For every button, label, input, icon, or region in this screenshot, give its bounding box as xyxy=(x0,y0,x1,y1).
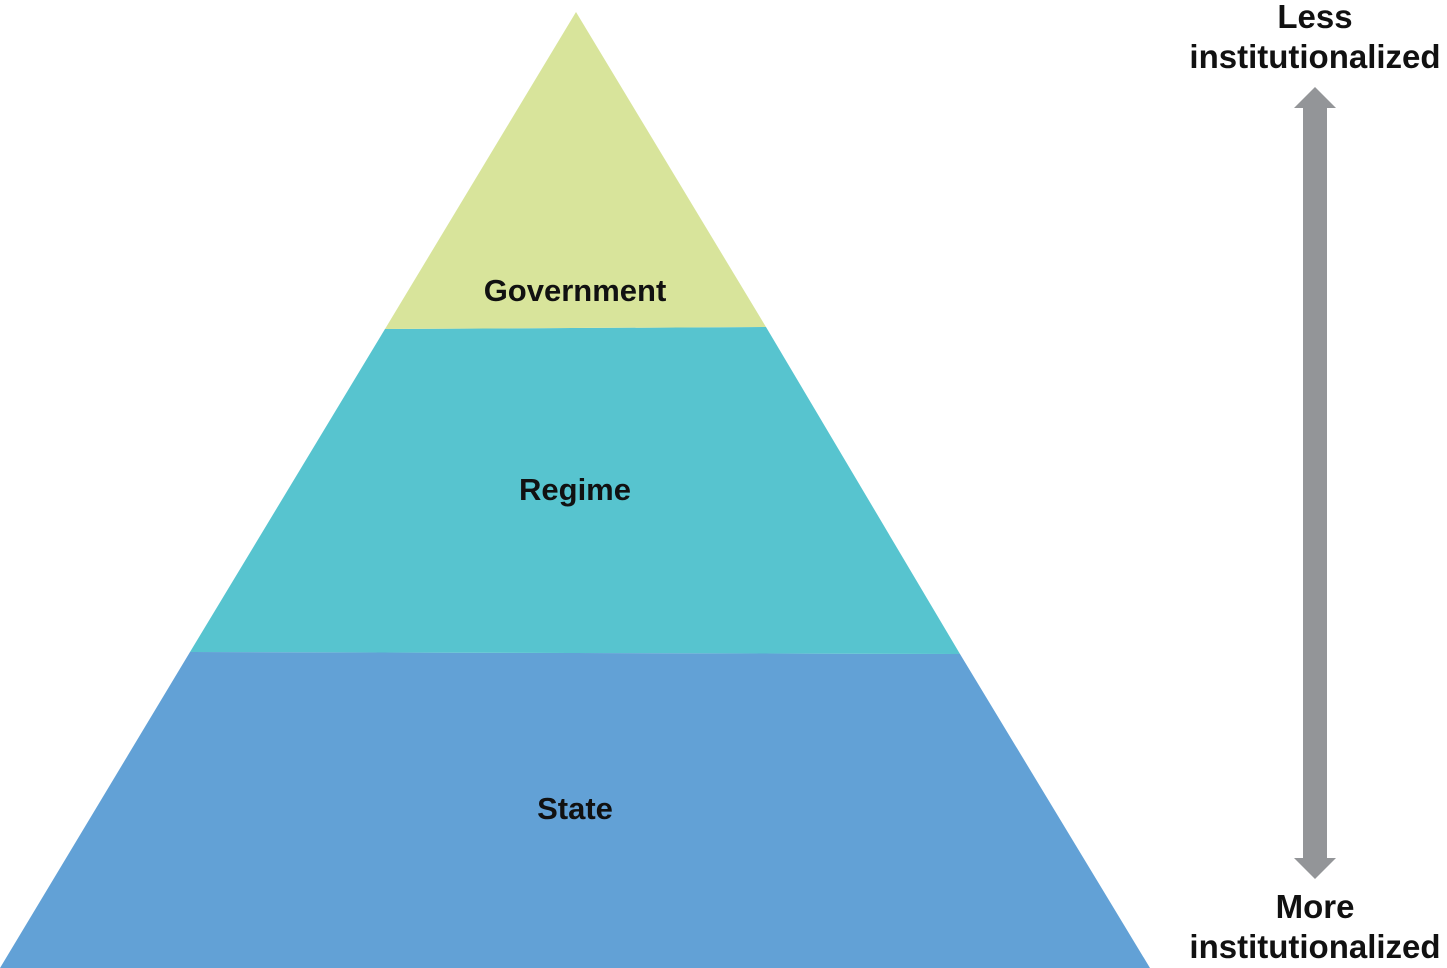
arrow-shaft xyxy=(1303,106,1327,860)
state-layer xyxy=(0,652,1150,968)
state-label: State xyxy=(537,791,613,826)
government-label: Government xyxy=(484,273,667,308)
less-label-line1: Less xyxy=(1277,0,1353,35)
regime-label: Regime xyxy=(519,472,631,507)
regime-layer xyxy=(190,327,960,654)
more-label-line1: More xyxy=(1275,888,1355,925)
less-institutionalized-label: Less institutionalized xyxy=(1170,0,1447,77)
more-label-line2: institutionalized xyxy=(1189,928,1441,965)
double-arrow-icon xyxy=(1294,87,1336,879)
less-label-line2: institutionalized xyxy=(1189,38,1441,75)
arrow-head-down xyxy=(1294,858,1336,879)
government-layer xyxy=(385,12,766,329)
arrow-head-up xyxy=(1294,87,1336,108)
more-institutionalized-label: More institutionalized xyxy=(1170,887,1447,967)
